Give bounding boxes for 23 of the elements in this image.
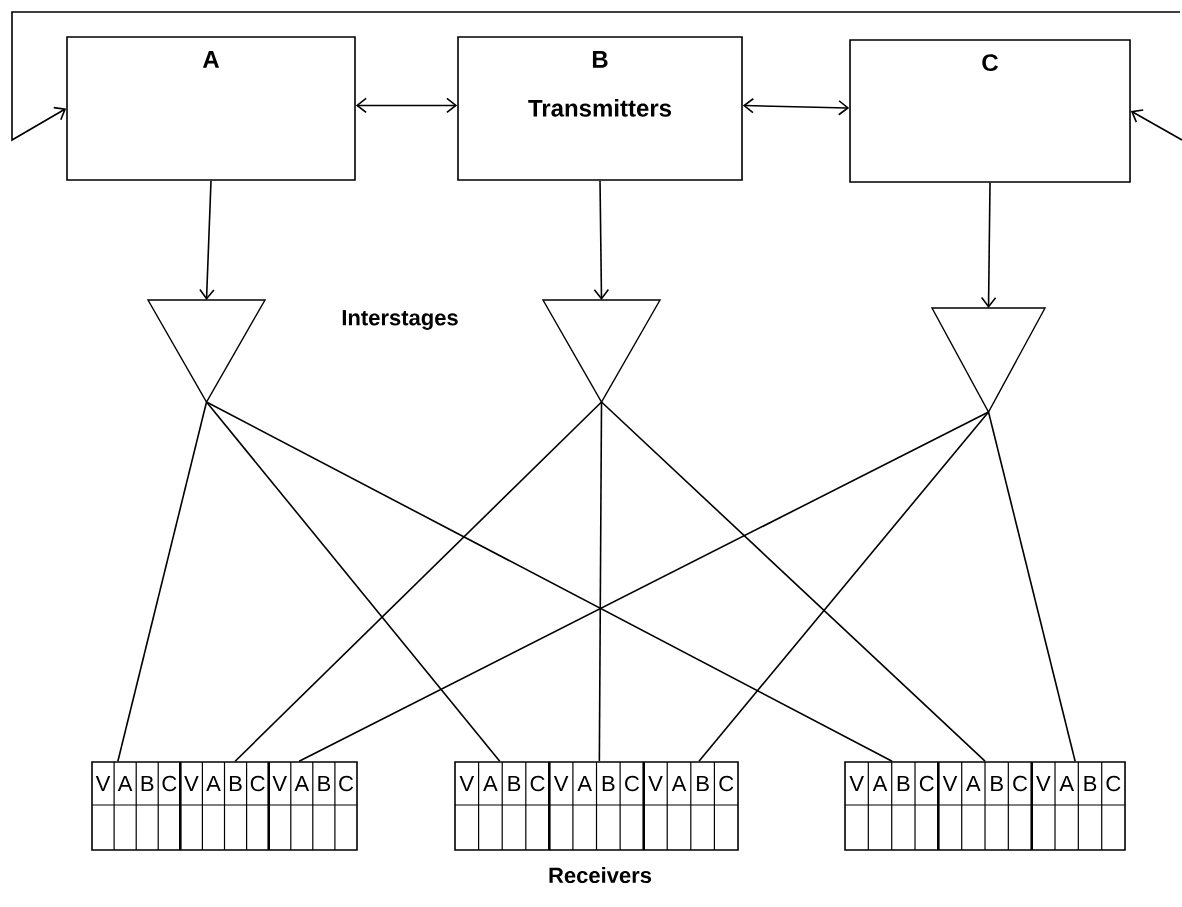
transmitter-box: C — [849, 39, 1131, 183]
connector — [598, 401, 603, 762]
connector — [11, 11, 1181, 142]
receiver-block: V A B C V A B C V A B C — [844, 761, 1126, 851]
connector — [298, 411, 990, 762]
transmitter-box: A — [66, 36, 356, 181]
connector — [987, 411, 1076, 762]
receiver-block: V A B C V A B C V A B C — [454, 761, 739, 851]
connector — [698, 411, 990, 762]
connector — [1130, 109, 1182, 141]
caption-label: Interstages — [342, 310, 458, 330]
connector — [199, 180, 215, 300]
connector — [593, 180, 610, 300]
connector — [205, 401, 893, 762]
connector — [742, 97, 850, 116]
connector — [355, 97, 458, 114]
connector — [600, 401, 986, 762]
connector — [117, 401, 208, 762]
connector — [205, 401, 501, 762]
connector — [980, 182, 997, 308]
receiver-block: V A B C V A B C V A B C — [91, 761, 358, 851]
transmitter-box: B Transmitters — [457, 36, 743, 181]
connector — [234, 401, 603, 762]
